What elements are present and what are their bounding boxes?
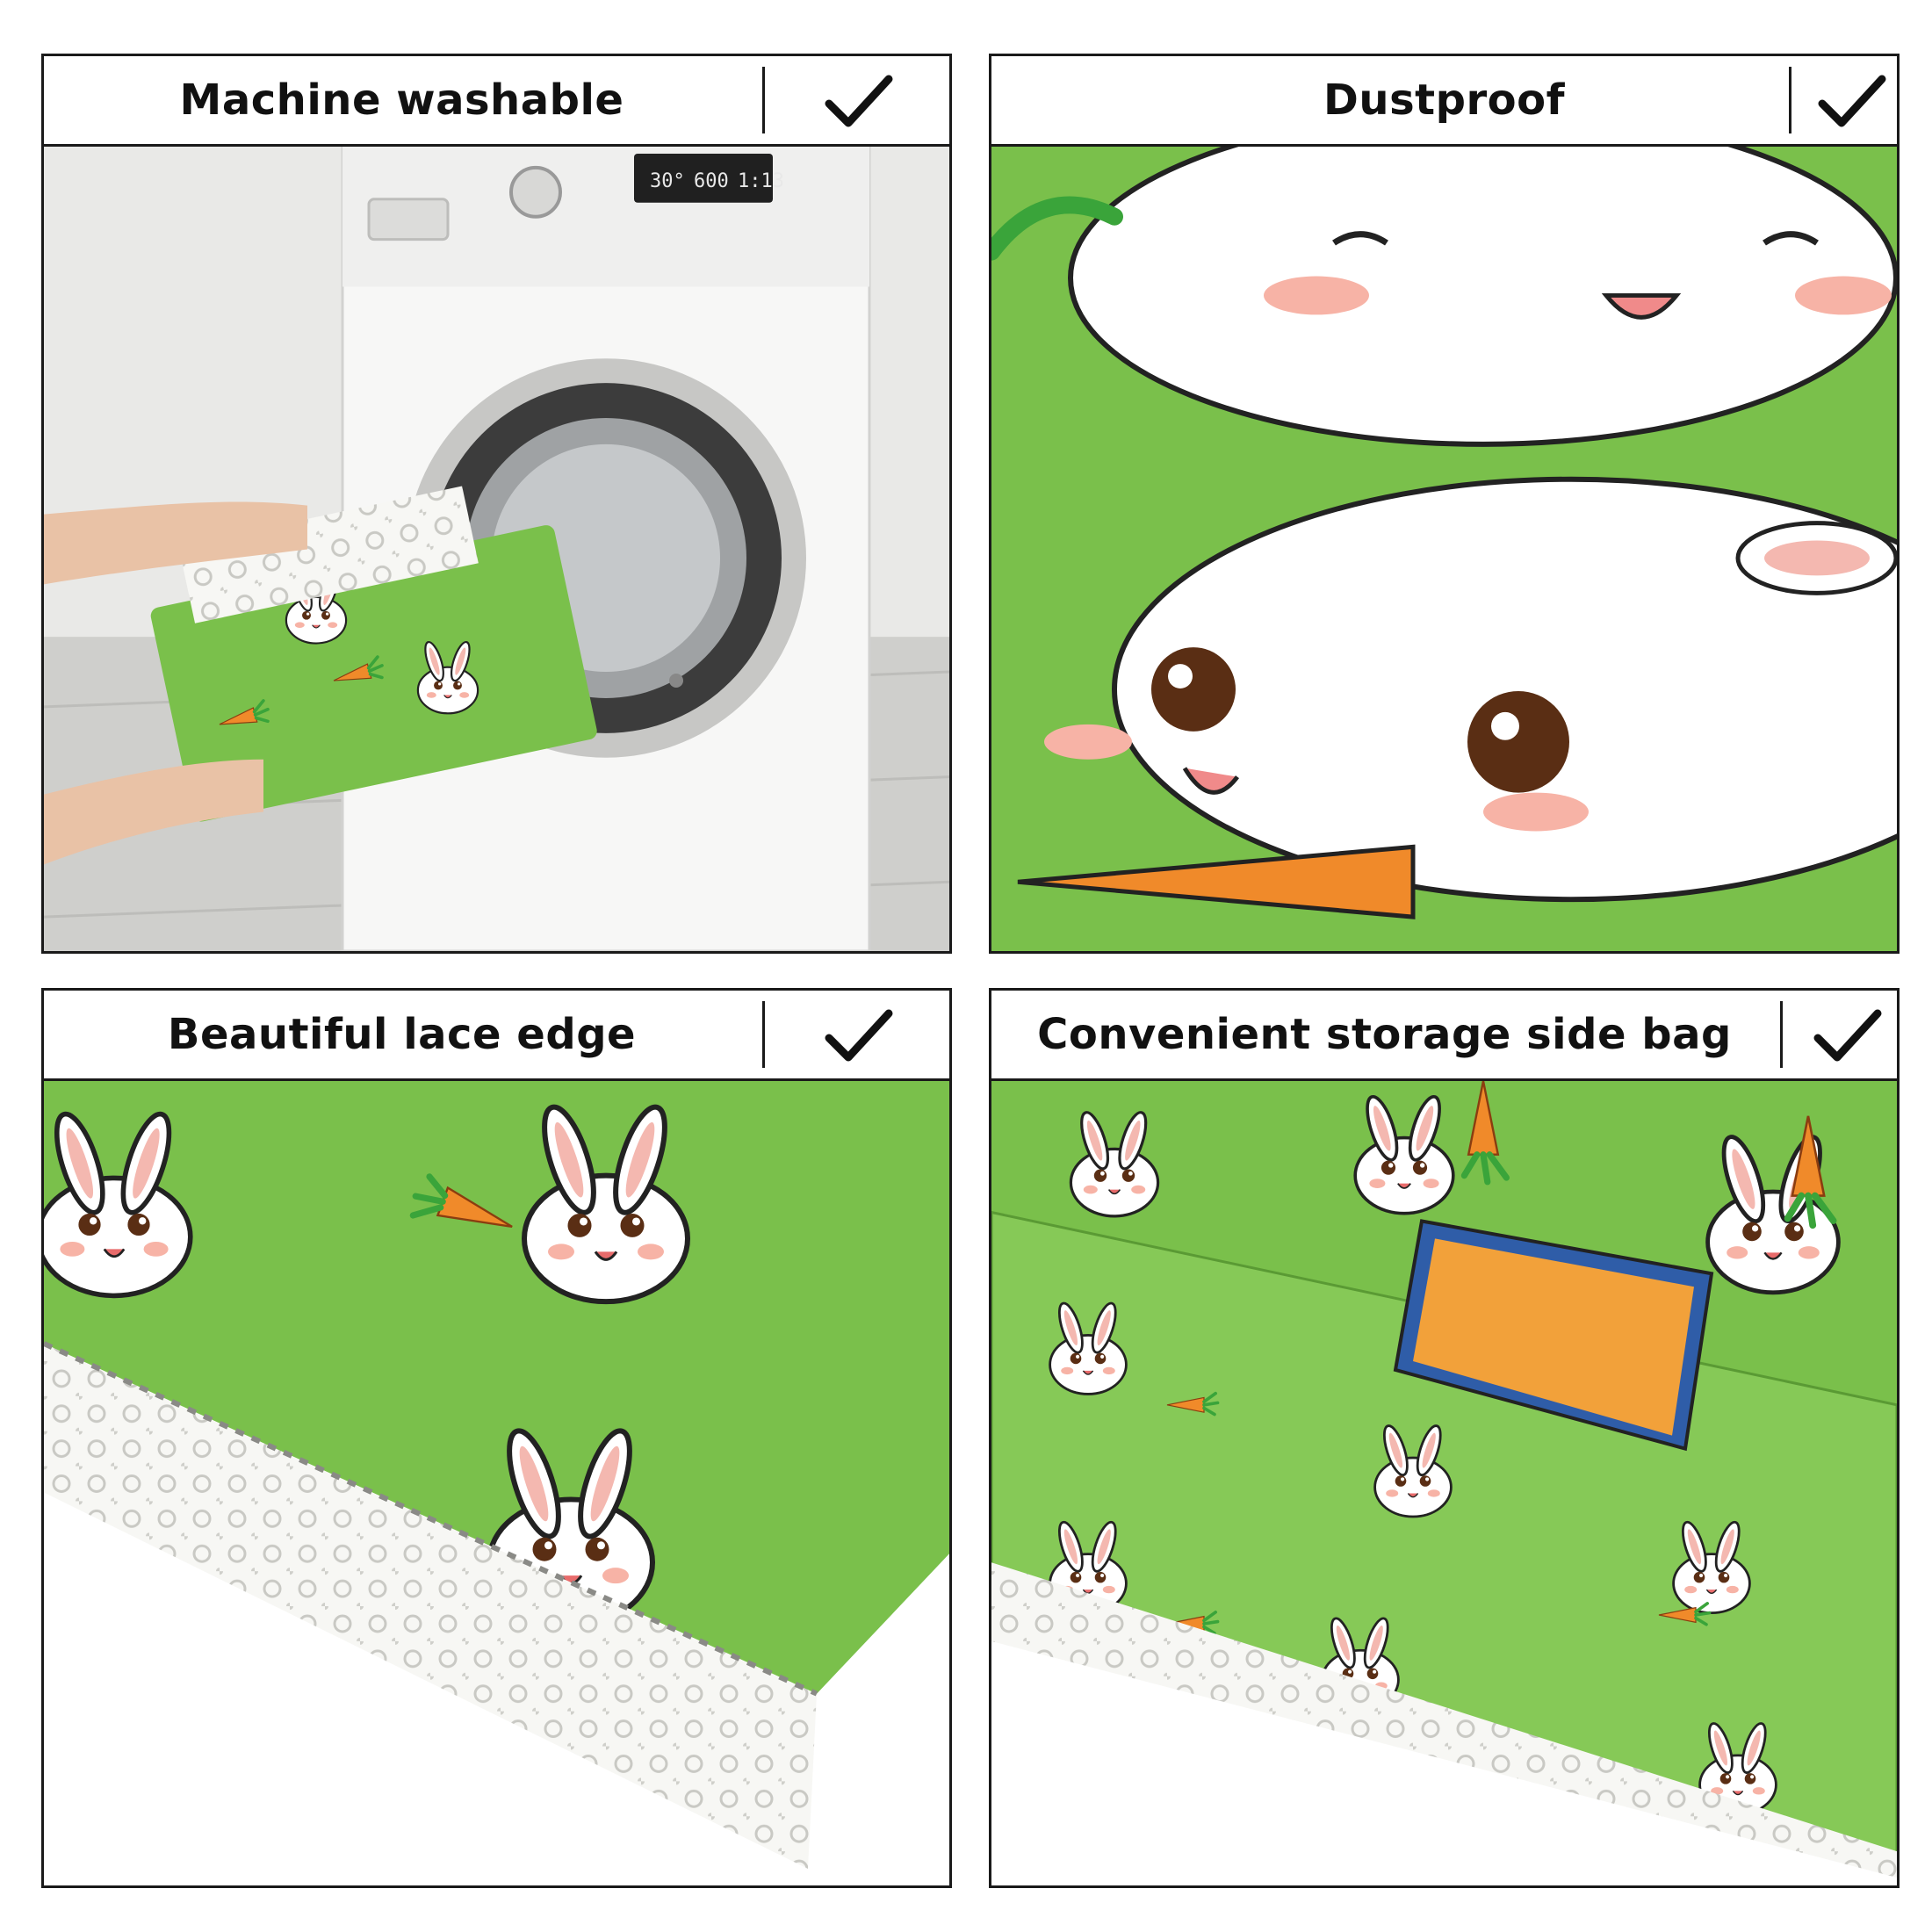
check-icon	[1813, 1009, 1882, 1062]
panel-title: Beautiful lace edge	[167, 1010, 637, 1059]
washer-display-spin: 600	[694, 170, 729, 192]
panel-header: Beautiful lace edge	[44, 991, 949, 1081]
panel-title: Dustproof	[1323, 76, 1565, 125]
panel-header: Convenient storage side bag	[991, 991, 1897, 1081]
check-icon	[825, 75, 893, 127]
washer-display-time: 1:13	[738, 170, 784, 192]
panel-header: Dustproof	[991, 56, 1897, 147]
panel-title: Convenient storage side bag	[1037, 1010, 1732, 1059]
header-divider	[1789, 67, 1791, 133]
header-divider	[762, 67, 765, 133]
washing-machine-photo: 30° 600 1:13	[44, 147, 949, 951]
panel-lace-edge: Beautiful lace edge	[41, 988, 952, 1888]
header-divider	[1780, 1001, 1783, 1068]
panel-machine-washable: Machine washable 30° 600 1:13	[41, 54, 952, 954]
header-divider	[762, 1001, 765, 1068]
panel-header: Machine washable	[44, 56, 949, 147]
panel-title: Machine washable	[179, 76, 624, 125]
panel-dustproof: Dustproof	[989, 54, 1900, 954]
panel-side-bag: Convenient storage side bag	[989, 988, 1900, 1888]
side-pocket-photo	[991, 1081, 1897, 1885]
check-icon	[825, 1009, 893, 1062]
bunny-print-closeup	[991, 147, 1897, 951]
lace-edge-photo	[44, 1081, 949, 1885]
check-icon	[1818, 75, 1886, 127]
washer-display-temp: 30°	[650, 170, 685, 192]
